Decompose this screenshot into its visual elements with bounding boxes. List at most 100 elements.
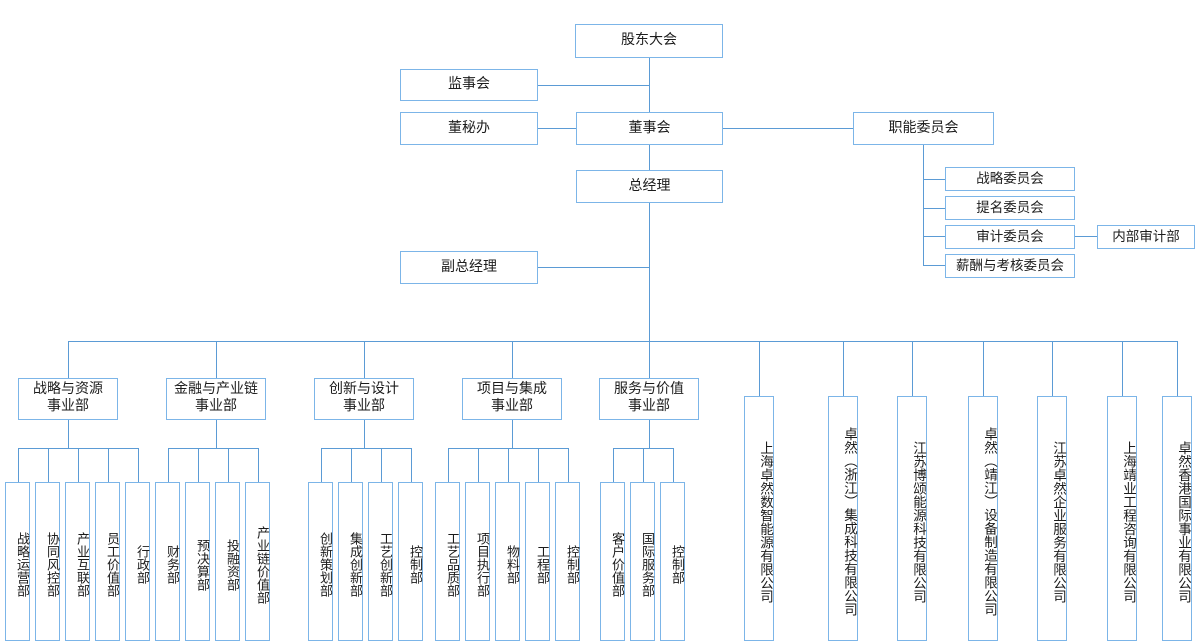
division-label-line2: 事业部 — [343, 399, 385, 414]
node-department-finance-industry-chain-1[interactable]: 财务部 — [155, 482, 180, 641]
node-department-strategy-resources-1[interactable]: 战略运营部 — [5, 482, 30, 641]
node-division-project-integration[interactable]: 项目与集成 事业部 — [462, 378, 562, 420]
connector-dept-finance-industry-chain-2 — [197, 448, 199, 482]
connector-dept-finance-industry-chain-3 — [227, 448, 229, 482]
node-department-strategy-resources-4[interactable]: 员工价值部 — [95, 482, 120, 641]
node-department-project-integration-1[interactable]: 工艺品质部 — [435, 482, 460, 641]
connector-deputy-gm-to-trunk — [538, 267, 650, 268]
node-department-project-integration-2[interactable]: 项目执行部 — [465, 482, 490, 641]
connector-division-strategy-resources-drop — [68, 420, 69, 448]
connector-dept-service-value-3 — [672, 448, 674, 482]
node-department-service-value-3[interactable]: 控制部 — [660, 482, 685, 641]
division-label-line2: 事业部 — [47, 399, 89, 414]
node-department-finance-industry-chain-3[interactable]: 投融资部 — [215, 482, 240, 641]
node-subsidiary-zhuoran-zhejiang-integration[interactable]: 卓然（浙江）集成科技有限公司 — [828, 396, 858, 641]
division-label-line2: 事业部 — [628, 399, 670, 414]
drop-division-1 — [68, 341, 69, 378]
node-department-project-integration-4[interactable]: 工程部 — [525, 482, 550, 641]
node-department-innovation-design-3[interactable]: 工艺创新部 — [368, 482, 393, 641]
main-bus-line — [68, 341, 1177, 342]
node-department-finance-industry-chain-2[interactable]: 预决算部 — [185, 482, 210, 641]
node-department-innovation-design-2[interactable]: 集成创新部 — [338, 482, 363, 641]
connector-dept-strategy-resources-4 — [107, 448, 109, 482]
node-division-service-value[interactable]: 服务与价值 事业部 — [599, 378, 699, 420]
connector-board-to-gm — [649, 145, 650, 172]
node-deputy-general-manager[interactable]: 副总经理 — [400, 251, 538, 284]
node-committee-strategy[interactable]: 战略委员会 — [945, 167, 1075, 191]
connector-division-finance-industry-chain-drop — [216, 420, 217, 448]
node-committee-nomination[interactable]: 提名委员会 — [945, 196, 1075, 220]
drop-subsidiary-4 — [983, 341, 984, 396]
node-department-innovation-design-1[interactable]: 创新策划部 — [308, 482, 333, 641]
connector-secretary-to-board — [538, 128, 576, 129]
division-label-line1: 创新与设计 — [329, 382, 399, 398]
connector-dept-strategy-resources-1 — [17, 448, 19, 482]
node-department-service-value-2[interactable]: 国际服务部 — [630, 482, 655, 641]
drop-subsidiary-2 — [843, 341, 844, 396]
connector-dept-strategy-resources-3 — [77, 448, 79, 482]
connector-committee-2 — [923, 208, 945, 209]
node-subsidiary-shanghai-jingye-consulting[interactable]: 上海靖业工程咨询有限公司 — [1107, 396, 1137, 641]
node-subsidiary-zhuoran-jingjiang-equipment[interactable]: 卓然（靖江）设备制造有限公司 — [968, 396, 998, 641]
node-department-strategy-resources-3[interactable]: 产业互联部 — [65, 482, 90, 641]
drop-subsidiary-5 — [1052, 341, 1053, 396]
division-label-line1: 项目与集成 — [477, 382, 547, 398]
drop-subsidiary-6 — [1122, 341, 1123, 396]
sub-bus-finance-industry-chain — [167, 448, 258, 449]
connector-dept-strategy-resources-5 — [137, 448, 139, 482]
connector-audit-to-internal-audit — [1075, 236, 1097, 237]
node-board-secretary-office[interactable]: 董秘办 — [400, 112, 538, 145]
connector-dept-project-integration-4 — [537, 448, 539, 482]
drop-subsidiary-3 — [912, 341, 913, 396]
node-shareholders-meeting[interactable]: 股东大会 — [575, 24, 723, 58]
connector-division-service-value-drop — [649, 420, 650, 448]
node-department-innovation-design-4[interactable]: 控制部 — [398, 482, 423, 641]
node-subsidiary-jiangsu-bosong-energy[interactable]: 江苏博颂能源科技有限公司 — [897, 396, 927, 641]
connector-dept-service-value-1 — [612, 448, 614, 482]
node-department-strategy-resources-5[interactable]: 行政部 — [125, 482, 150, 641]
connector-shareholders-to-board — [649, 57, 650, 112]
connector-dept-project-integration-5 — [567, 448, 569, 482]
connector-dept-innovation-design-2 — [350, 448, 352, 482]
division-label-line1: 战略与资源 — [33, 382, 103, 398]
node-department-project-integration-5[interactable]: 控制部 — [555, 482, 580, 641]
division-label-line1: 金融与产业链 — [174, 382, 258, 398]
node-committee-audit[interactable]: 审计委员会 — [945, 225, 1075, 249]
node-division-finance-industry-chain[interactable]: 金融与产业链 事业部 — [166, 378, 266, 420]
connector-dept-project-integration-1 — [447, 448, 449, 482]
connector-dept-strategy-resources-2 — [47, 448, 49, 482]
connector-committee-1 — [923, 179, 945, 180]
node-committee-remuneration[interactable]: 薪酬与考核委员会 — [945, 254, 1075, 278]
drop-division-5 — [649, 341, 650, 378]
node-department-project-integration-3[interactable]: 物料部 — [495, 482, 520, 641]
connector-gm-trunk — [649, 203, 650, 342]
division-label-line1: 服务与价值 — [614, 382, 684, 398]
connector-committee-spine — [923, 145, 924, 266]
sub-bus-innovation-design — [320, 448, 411, 449]
connector-division-innovation-design-drop — [364, 420, 365, 448]
connector-dept-finance-industry-chain-1 — [167, 448, 169, 482]
node-subsidiary-shanghai-zhuoran-shuzhi[interactable]: 上海卓然数智能源有限公司 — [744, 396, 774, 641]
node-board-of-directors[interactable]: 董事会 — [576, 112, 723, 145]
node-department-strategy-resources-2[interactable]: 协同风控部 — [35, 482, 60, 641]
division-label-line2: 事业部 — [491, 399, 533, 414]
drop-division-4 — [512, 341, 513, 378]
connector-dept-project-integration-3 — [507, 448, 509, 482]
drop-subsidiary-7 — [1177, 341, 1178, 396]
connector-committee-3 — [923, 236, 945, 237]
node-general-manager[interactable]: 总经理 — [576, 170, 723, 203]
division-label-line2: 事业部 — [195, 399, 237, 414]
drop-subsidiary-1 — [759, 341, 760, 396]
node-subsidiary-zhuoran-hongkong-international[interactable]: 卓然香港国际事业有限公司 — [1162, 396, 1192, 641]
node-division-innovation-design[interactable]: 创新与设计 事业部 — [314, 378, 414, 420]
node-functional-committee[interactable]: 职能委员会 — [853, 112, 994, 145]
node-department-service-value-1[interactable]: 客户价值部 — [600, 482, 625, 641]
connector-division-project-integration-drop — [512, 420, 513, 448]
node-department-finance-industry-chain-4[interactable]: 产业链价值部 — [245, 482, 270, 641]
node-subsidiary-jiangsu-zhuoran-enterprise-service[interactable]: 江苏卓然企业服务有限公司 — [1037, 396, 1067, 641]
node-internal-audit-department[interactable]: 内部审计部 — [1097, 225, 1195, 249]
node-division-strategy-resources[interactable]: 战略与资源 事业部 — [18, 378, 118, 420]
node-supervisory-board[interactable]: 监事会 — [400, 69, 538, 101]
drop-division-3 — [364, 341, 365, 378]
